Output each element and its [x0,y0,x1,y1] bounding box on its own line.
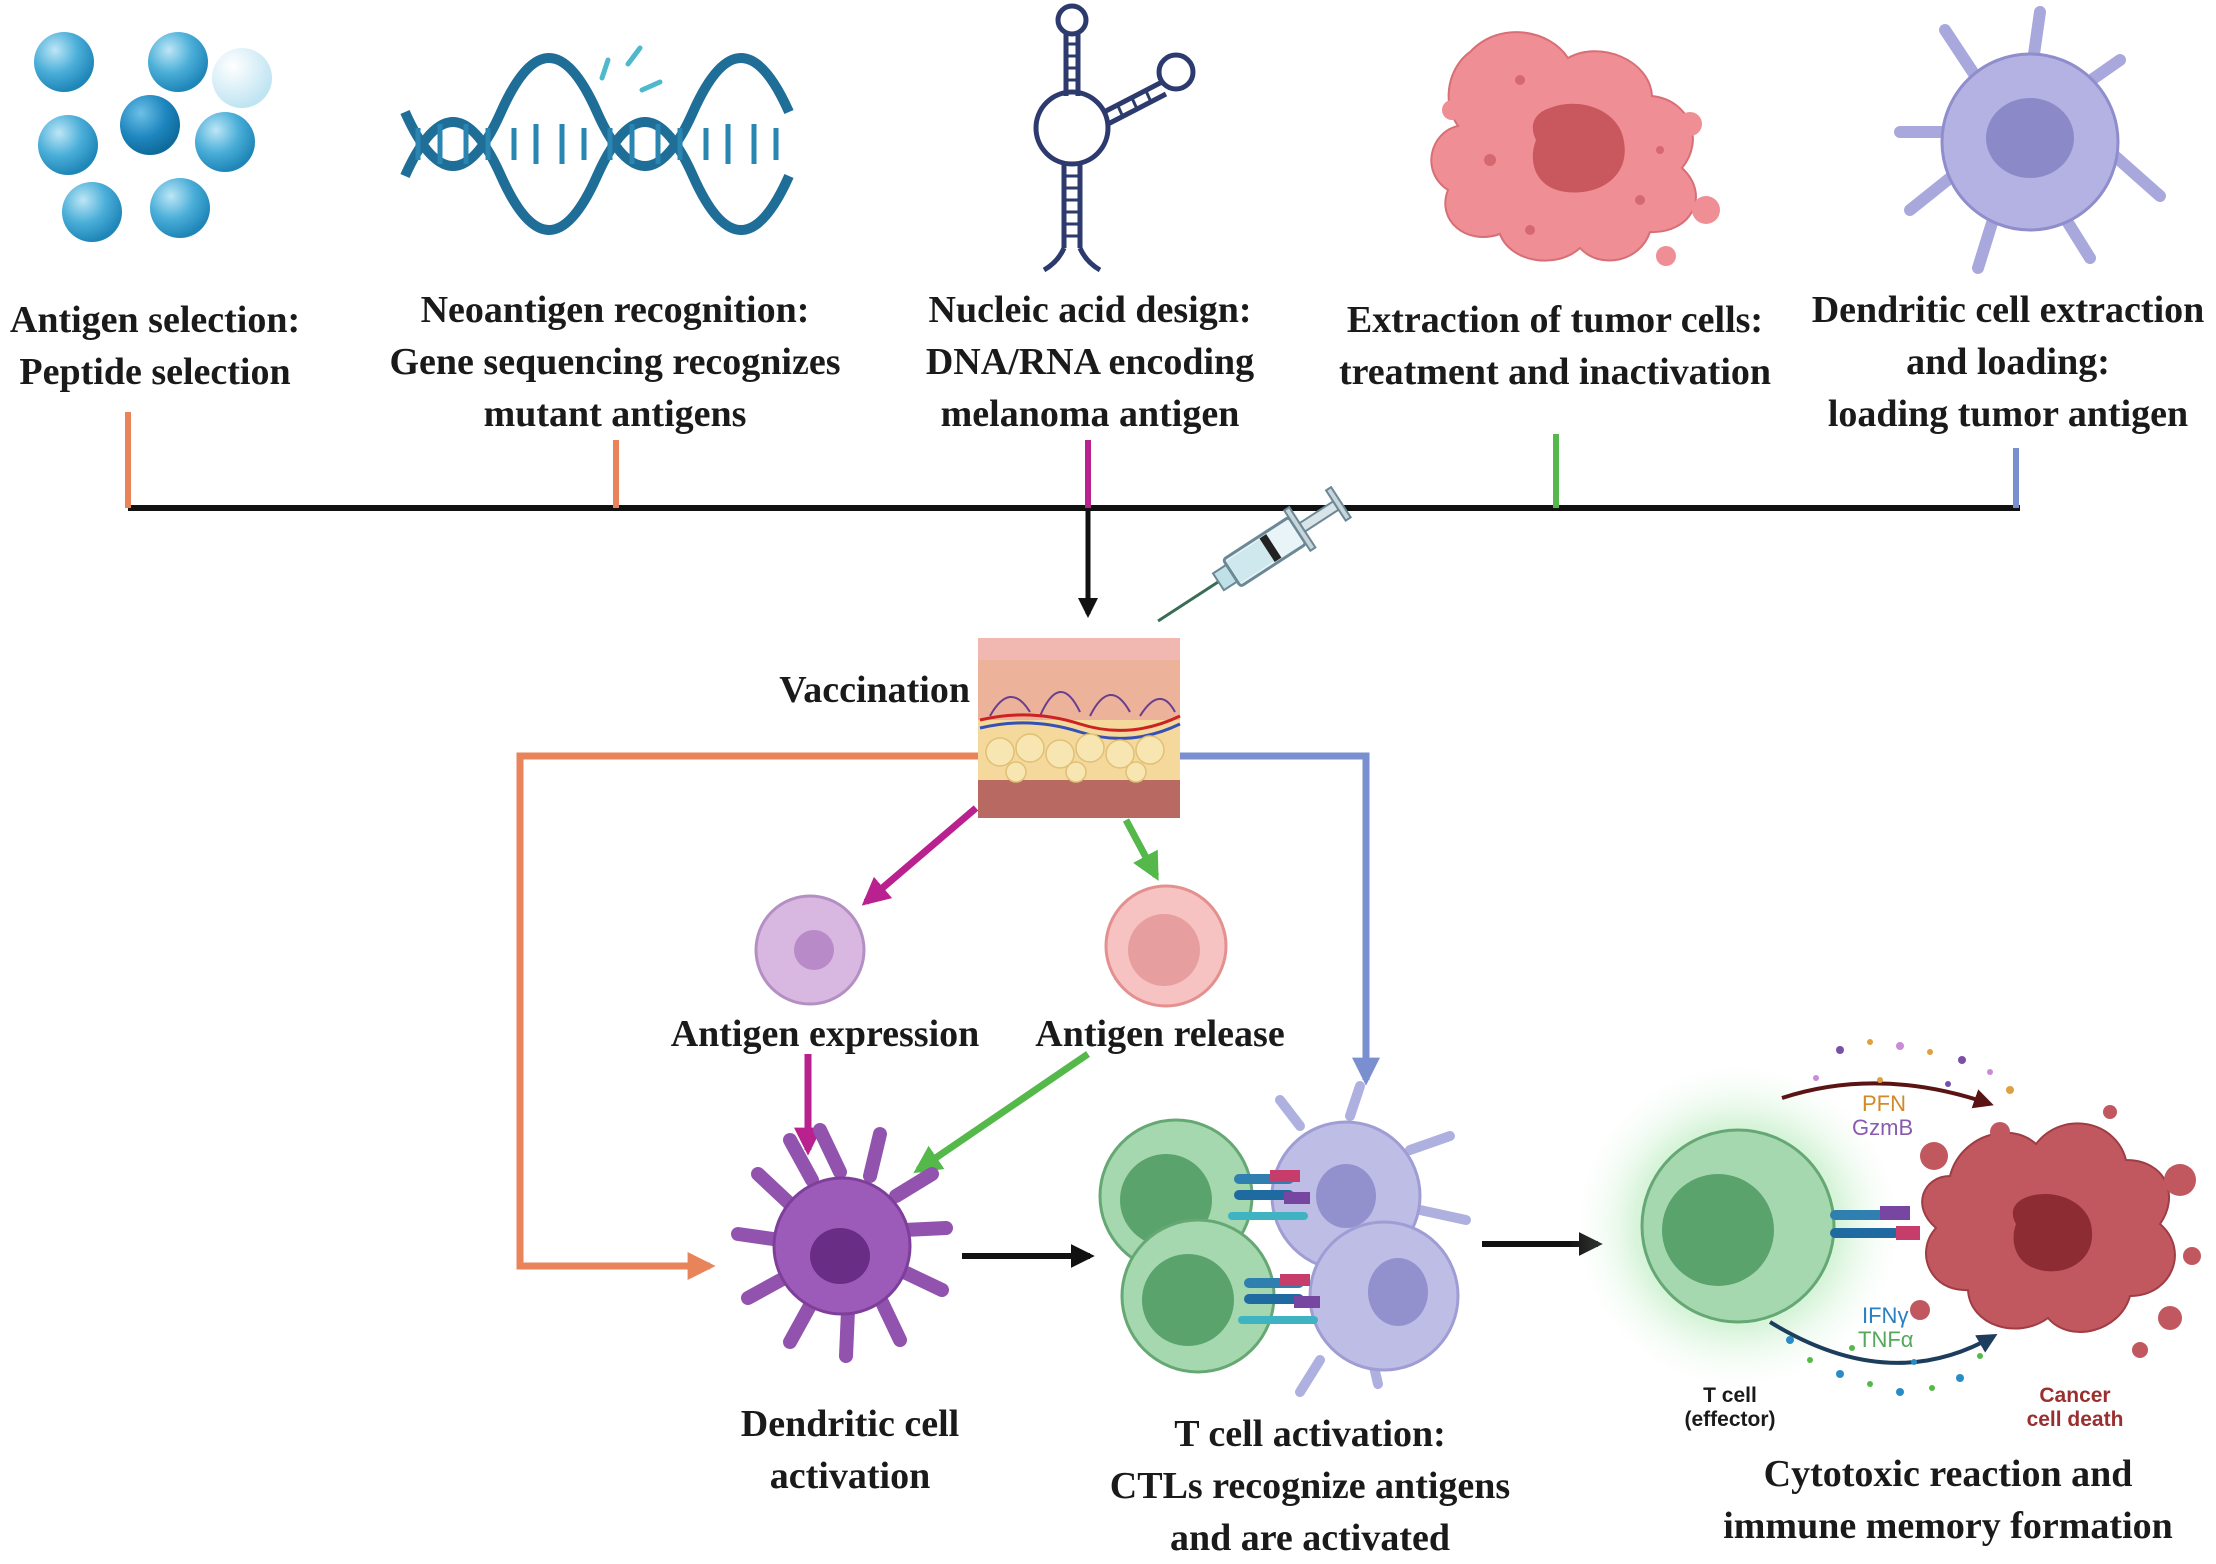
step-label-neoantigen-recognition: Neoantigen recognition: Gene sequencing … [389,289,841,435]
t-cell-activation-cluster-icon [1098,1081,1471,1397]
receptor-complex-upper-icon [1228,1170,1310,1220]
cytotoxic-reaction-label: Cytotoxic reaction and immune memory for… [1723,1453,2173,1547]
tumor-cell-icon [1430,31,1720,266]
cancer-cell-death-label: Cancer cell death [2026,1384,2124,1431]
cytokine-flow [1768,1081,1998,1365]
step-label-tumor-cell-extraction: Extraction of tumor cells: treatment and… [1338,299,1772,393]
receptor-complex-lower-icon [1238,1274,1320,1324]
activated-dendritic-cell-icon [731,1123,953,1363]
skin-tissue-icon [978,638,1181,818]
pfn-label: PFN [1862,1091,1906,1116]
step-label-nucleic-acid-design: Nucleic acid design: DNA/RNA encoding me… [925,289,1255,435]
rna-hairpin-icon [1033,3,1196,273]
tnfa-label: TNFα [1858,1327,1914,1352]
antigen-expression-label: Antigen expression [670,1013,980,1055]
t-cell-activation-label: T cell activation: CTLs recognize antige… [1109,1413,1511,1559]
route-arrows [516,752,1603,1280]
dendritic-cell-top-icon [1894,6,2166,274]
gzmb-label: GzmB [1852,1115,1914,1140]
ifng-label: IFNγ [1862,1303,1909,1328]
cytokine-dots [1786,1039,2014,1396]
timeline [125,412,2020,618]
dna-helix-icon [400,45,794,235]
dendritic-cell-activation-label: Dendritic cell activation [740,1403,960,1497]
antigen-release-label: Antigen release [1035,1013,1285,1055]
effector-receptor-icon [1830,1206,1920,1240]
effector-t-cell-icon [1568,1056,1908,1396]
cancer-cell-icon [1910,1105,2201,1358]
peptide-beads-icon [34,32,272,242]
antigen-release-cell-icon [1104,884,1228,1008]
syringe-icon [1157,485,1353,623]
t-cell-effector-label: T cell (effector) [1684,1384,1776,1431]
antigen-expression-cell-icon [754,894,866,1006]
vaccination-label: Vaccination [779,669,970,711]
step-label-antigen-selection: Antigen selection: Peptide selection [9,299,301,393]
step-label-dendritic-cell-loading: Dendritic cell extraction and loading: l… [1811,289,2205,435]
